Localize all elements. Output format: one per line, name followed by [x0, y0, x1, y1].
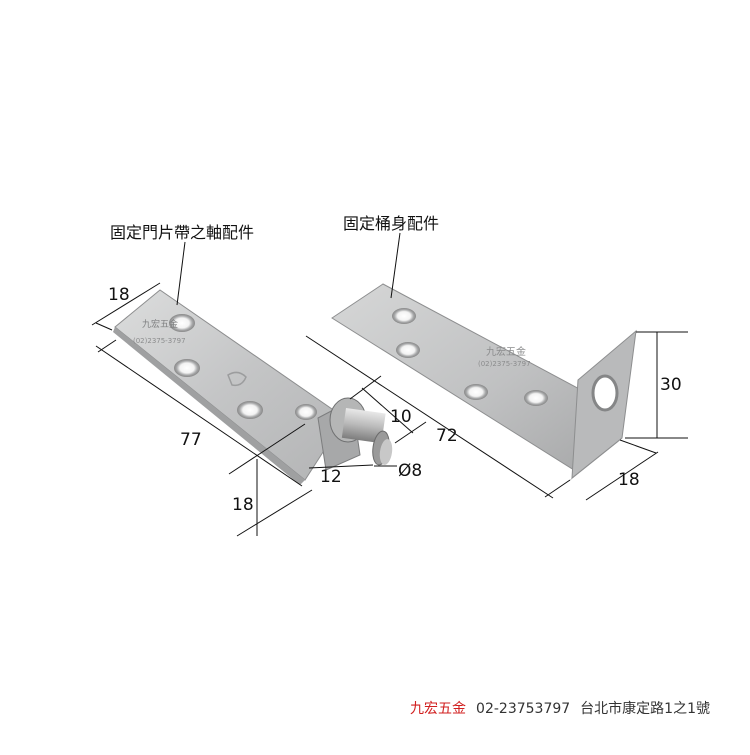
dim-left-width: 18: [108, 285, 130, 305]
bracket-pivot-hole-icon: [591, 374, 619, 412]
footer-address: 台北市康定路1之1號: [580, 701, 710, 717]
mounting-hole-icon: [295, 404, 317, 420]
right-stamp-name: 九宏五金: [486, 345, 526, 358]
dim-left-height: 18: [232, 495, 254, 515]
mounting-hole-icon: [464, 384, 488, 400]
left-stamp-name: 九宏五金: [142, 318, 178, 330]
left-hinge-plate: 九宏五金 (02)2375-3797: [113, 289, 346, 485]
callout-door-part: 固定門片帶之軸配件: [110, 223, 255, 242]
left-stamp-phone: (02)2375-3797: [133, 337, 186, 345]
footer-brand: 九宏五金: [410, 701, 467, 717]
mounting-hole-icon: [237, 401, 263, 419]
mounting-hole-icon: [396, 342, 420, 358]
footer-phone: 02-23753797: [476, 701, 571, 717]
dim-right-length: 72: [436, 426, 458, 446]
dim-right-height: 30: [660, 375, 682, 395]
dim-pin-diameter: Ø8: [398, 461, 422, 481]
right-l-bracket: 九宏五金 (02)2375-3797: [331, 283, 637, 482]
dim-pin-length: 10: [390, 407, 412, 427]
mounting-hole-icon: [524, 390, 548, 406]
callout-body-part: 固定桶身配件: [343, 214, 440, 233]
dim-pin-base: 12: [320, 467, 342, 487]
mounting-hole-icon: [169, 314, 195, 332]
mounting-hole-icon: [174, 359, 200, 377]
right-stamp-phone: (02)2375-3797: [478, 360, 531, 368]
hinge-pin: [317, 397, 393, 471]
dimension-lines: [91, 232, 688, 537]
mounting-hole-icon: [392, 308, 416, 324]
dim-left-length: 77: [180, 430, 202, 450]
footer-contact: 九宏五金 02-23753797 台北市康定路1之1號: [410, 698, 710, 718]
dim-right-depth: 18: [618, 470, 640, 490]
